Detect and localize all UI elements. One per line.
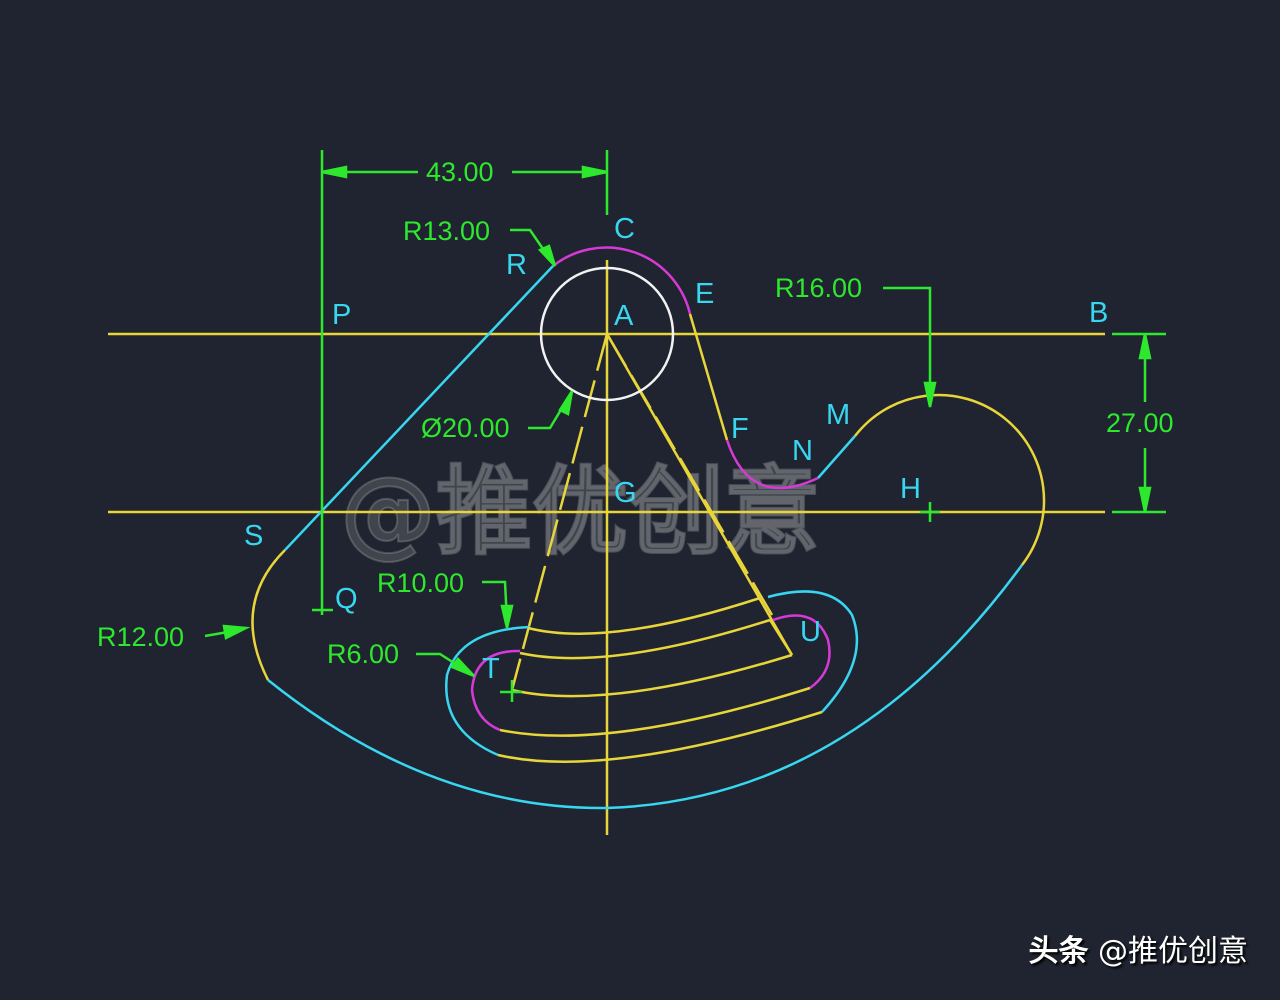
slot-inner-magenta-right: [772, 614, 831, 690]
dim-r12: R12.00: [97, 622, 184, 652]
line-E-F: [688, 313, 729, 441]
dashed-radial-lines: [510, 333, 774, 691]
dashed-line-A-U: [605, 333, 774, 616]
arc-r13-magenta: [552, 246, 692, 315]
footer-handle: @推优创意: [1098, 934, 1248, 969]
dashed-line-A-T: [510, 333, 609, 691]
point-label-U: U: [800, 616, 821, 648]
slot-outer-cyan: [445, 590, 859, 757]
circle-dia20: [539, 266, 675, 402]
line-R-S: [284, 265, 554, 551]
footer-brand: 头条: [1028, 934, 1089, 969]
point-label-M: M: [826, 399, 850, 431]
arc-r12-yellow: [251, 549, 286, 681]
point-label-H: H: [900, 473, 921, 505]
arc-r16-yellow: [854, 393, 1046, 566]
dim-dia20: Ø20.00: [421, 413, 510, 443]
point-label-A: A: [614, 300, 634, 332]
point-label-G: G: [614, 477, 637, 509]
point-label-T: T: [482, 653, 500, 685]
point-label-C: C: [614, 213, 635, 245]
point-label-B: B: [1089, 297, 1108, 329]
dim-r13: R13.00: [403, 216, 490, 246]
dim-27: 27.00: [1106, 408, 1174, 438]
slot-inner-magenta-left: [470, 649, 521, 732]
point-label-E: E: [695, 278, 714, 310]
dimension-lines: [204, 150, 1166, 702]
point-label-P: P: [332, 299, 351, 331]
arc-outer-cyan: [267, 564, 1024, 810]
dim-43: 43.00: [426, 157, 494, 187]
line-N-M: [817, 435, 856, 479]
dim-r10: R10.00: [377, 568, 464, 598]
point-label-F: F: [731, 413, 749, 445]
point-label-S: S: [244, 520, 263, 552]
dim-r16: R16.00: [775, 273, 862, 303]
point-label-N: N: [792, 435, 813, 467]
footer-credit: 头条 @推优创意: [1028, 926, 1248, 970]
point-label-Q: Q: [335, 583, 358, 615]
arc-F-N-magenta: [725, 439, 819, 490]
slot-yellow-arcs: [497, 596, 823, 763]
point-label-R: R: [506, 249, 527, 281]
dim-r6: R6.00: [327, 639, 399, 669]
